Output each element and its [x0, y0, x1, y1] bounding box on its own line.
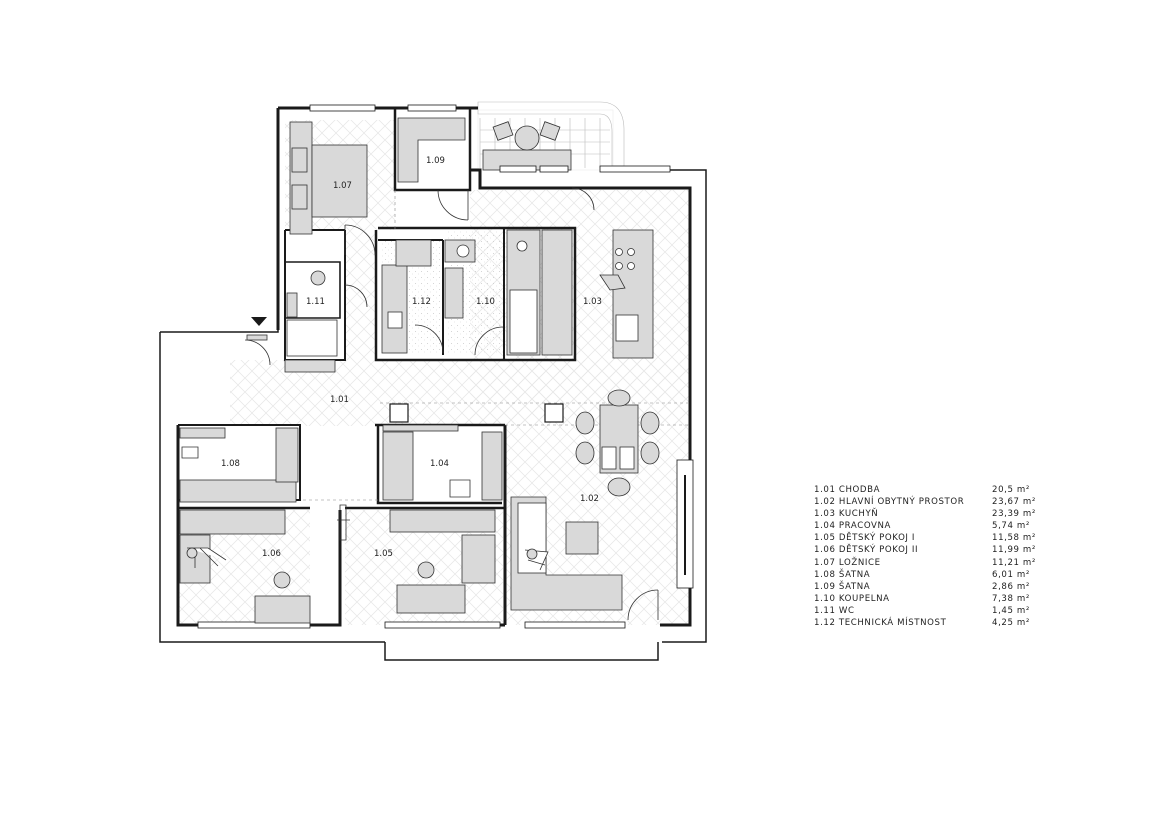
- legend-room-title: ŠATNA: [838, 581, 871, 592]
- label-1-04: 1.04: [430, 459, 449, 469]
- legend-room-name: 1.01 CHODBA: [814, 484, 992, 496]
- legend-room-area: 4,25 m²: [992, 618, 1030, 629]
- legend-room-area: 6,01 m²: [992, 569, 1030, 580]
- balcony-furniture: [482, 121, 572, 171]
- legend-room-name: 1.08 ŠATNA: [814, 569, 992, 581]
- room-labels: 1.01 1.02 1.03 1.04 1.05 1.06 1.07 1.08 …: [221, 156, 602, 559]
- legend-room-id: 1.02: [814, 497, 836, 508]
- legend-room-id: 1.07: [814, 557, 836, 568]
- columns: [389, 403, 564, 423]
- legend-room-id: 1.11: [814, 605, 836, 616]
- legend-room-title: DĚTSKÝ POKOJ I: [838, 533, 916, 544]
- label-1-03: 1.03: [583, 297, 602, 307]
- legend-room-area: 1,45 m²: [992, 605, 1030, 616]
- legend-room-title: CHODBA: [838, 485, 881, 495]
- label-1-09: 1.09: [426, 156, 445, 166]
- legend-room-name: 1.12 TECHNICKÁ MÍSTNOST: [814, 617, 992, 629]
- legend-room-area: 7,38 m²: [992, 593, 1030, 604]
- furniture: [179, 117, 660, 624]
- legend-room-id: 1.08: [814, 569, 836, 580]
- legend-room-area: 23,67 m²: [992, 497, 1036, 508]
- people: [181, 274, 626, 571]
- legend-room-area: 11,99 m²: [992, 545, 1036, 556]
- legend-room-name: 1.05 DĚTSKÝ POKOJ I: [814, 532, 992, 544]
- legend-room-area: 11,58 m²: [992, 533, 1036, 544]
- legend-room-title: PRACOVNA: [838, 521, 892, 532]
- legend-room-id: 1.04: [814, 521, 836, 532]
- legend-room-id: 1.05: [814, 533, 836, 544]
- legend-room-name: 1.04 PRACOVNA: [814, 520, 992, 532]
- label-1-07: 1.07: [333, 181, 352, 191]
- label-1-11: 1.11: [306, 297, 325, 307]
- legend-room-title: DĚTSKÝ POKOJ II: [838, 545, 919, 556]
- legend-room-name: 1.07 LOŽNICE: [814, 557, 992, 569]
- legend-room-id: 1.03: [814, 509, 836, 520]
- legend-room-id: 1.01: [814, 485, 836, 495]
- legend-room-title: KUCHYŇ: [838, 509, 879, 520]
- legend-room-title: TECHNICKÁ MÍSTNOST: [838, 618, 947, 629]
- legend-room-title: LOŽNICE: [838, 557, 881, 568]
- legend-room-name: 1.11 WC: [814, 605, 992, 617]
- legend-room-name: 1.03 KUCHYŇ: [814, 508, 992, 520]
- legend-room-name: 1.09 ŠATNA: [814, 581, 992, 593]
- label-1-02: 1.02: [580, 494, 599, 504]
- label-1-06: 1.06: [262, 549, 281, 559]
- entrance-marker: [251, 317, 267, 326]
- legend-room-id: 1.09: [814, 581, 836, 592]
- room-boundaries: [303, 190, 690, 501]
- windows: [197, 104, 694, 629]
- legend-room-area: 23,39 m²: [992, 509, 1036, 520]
- legend-room-id: 1.12: [814, 618, 836, 629]
- legend-room-area: 11,21 m²: [992, 557, 1036, 568]
- legend-room-title: HLAVNÍ OBYTNÝ PROSTOR: [838, 497, 965, 508]
- label-1-08: 1.08: [221, 459, 240, 469]
- label-1-12: 1.12: [412, 297, 431, 307]
- legend-room-name: 1.02 HLAVNÍ OBYTNÝ PROSTOR: [814, 496, 992, 508]
- legend-room-title: KOUPELNA: [838, 593, 890, 604]
- label-1-01: 1.01: [330, 395, 349, 405]
- legend-room-id: 1.06: [814, 545, 836, 556]
- legend-room-name: 1.10 KOUPELNA: [814, 593, 992, 605]
- label-1-10: 1.10: [476, 297, 495, 307]
- legend-room-name: 1.06 DĚTSKÝ POKOJ II: [814, 544, 992, 556]
- legend-room-area: 2,86 m²: [992, 581, 1030, 592]
- legend-room-area: 5,74 m²: [992, 521, 1030, 532]
- legend-room-id: 1.10: [814, 593, 836, 604]
- legend-room-title: WC: [838, 605, 855, 616]
- legend-room-area: 20,5 m²: [992, 485, 1030, 495]
- legend-room-title: ŠATNA: [838, 569, 871, 580]
- label-1-05: 1.05: [374, 549, 393, 559]
